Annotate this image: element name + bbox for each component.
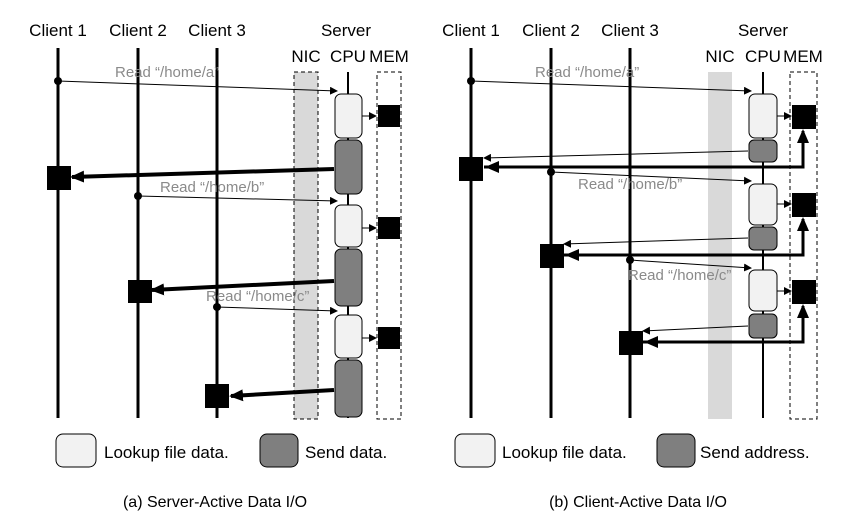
address-reply-arrow [563, 237, 749, 248]
send-block [334, 248, 363, 307]
mem-block [378, 327, 400, 349]
data-return-arrow [150, 279, 335, 296]
request-a-arrow [470, 80, 752, 95]
mem-block [792, 105, 816, 129]
lookup-block [748, 183, 778, 226]
legend-lookup-swatch [454, 433, 496, 468]
legend-send-label: Send address. [700, 443, 810, 462]
mem-block [378, 105, 400, 127]
client1-receive-block [47, 166, 71, 190]
data-return-arrow [70, 167, 335, 183]
legend-lookup-label: Lookup file data. [104, 443, 229, 462]
mem-block [792, 280, 816, 304]
request-b-label: Read “/home/b” [578, 176, 682, 193]
client1-header: Client 1 [442, 21, 500, 40]
request-c-arrow [629, 259, 752, 272]
client1-read-block [459, 157, 483, 181]
mem-box [789, 71, 818, 420]
request-b-arrow [550, 171, 752, 185]
caption: (b) Client-Active Data I/O [549, 494, 727, 511]
request-b-label: Read “/home/b” [160, 179, 264, 196]
client2-read-block [540, 244, 564, 268]
server-header: Server [321, 21, 371, 40]
request-c-label: Read “/home/c” [206, 288, 309, 305]
send-address-block [748, 313, 778, 339]
send-block [334, 359, 363, 418]
nic-band [293, 71, 319, 420]
legend-send-swatch [259, 433, 299, 468]
panel-client-active: Client 1 Client 2 Client 3 Server NIC CP… [442, 21, 823, 511]
client1-header: Client 1 [29, 21, 87, 40]
request-c-arrow [216, 306, 338, 315]
client3-receive-block [205, 384, 229, 408]
mem-box [376, 71, 402, 420]
data-return-arrow [229, 388, 335, 402]
client2-receive-block [128, 280, 152, 303]
send-block [334, 139, 363, 195]
mem-header: MEM [783, 47, 823, 66]
lookup-block [334, 314, 363, 359]
caption: (a) Server-Active Data I/O [123, 494, 307, 511]
request-a-label: Read “/home/a” [535, 64, 639, 81]
legend-lookup-swatch [55, 433, 97, 468]
address-reply-arrow [642, 325, 749, 335]
lookup-block [334, 204, 363, 248]
lookup-block [748, 269, 778, 312]
nic-header: NIC [705, 47, 734, 66]
legend-send-swatch [656, 433, 696, 468]
send-address-block [748, 226, 778, 251]
nic-header: NIC [291, 47, 320, 66]
mem-block [792, 193, 816, 217]
nic-band [708, 72, 732, 419]
client2-header: Client 2 [522, 21, 580, 40]
request-a-arrow [57, 80, 338, 95]
cpu-header: CPU [745, 47, 781, 66]
panel-server-active: Client 1 Client 2 Client 3 Server NIC CP… [29, 21, 409, 511]
address-reply-arrow [483, 150, 749, 162]
server-header: Server [738, 21, 788, 40]
mem-block [378, 217, 400, 239]
legend-send-label: Send data. [305, 443, 387, 462]
lookup-block [748, 93, 778, 139]
legend-lookup-label: Lookup file data. [502, 443, 627, 462]
mem-header: MEM [369, 47, 409, 66]
lookup-block [334, 93, 363, 139]
client2-header: Client 2 [109, 21, 167, 40]
client3-header: Client 3 [188, 21, 246, 40]
request-a-label: Read “/home/a” [115, 64, 219, 81]
send-address-block [748, 139, 778, 163]
cpu-header: CPU [330, 47, 366, 66]
client3-header: Client 3 [601, 21, 659, 40]
request-c-label: Read “/home/c” [628, 267, 731, 284]
request-b-arrow [137, 195, 338, 205]
client3-read-block [619, 331, 643, 355]
